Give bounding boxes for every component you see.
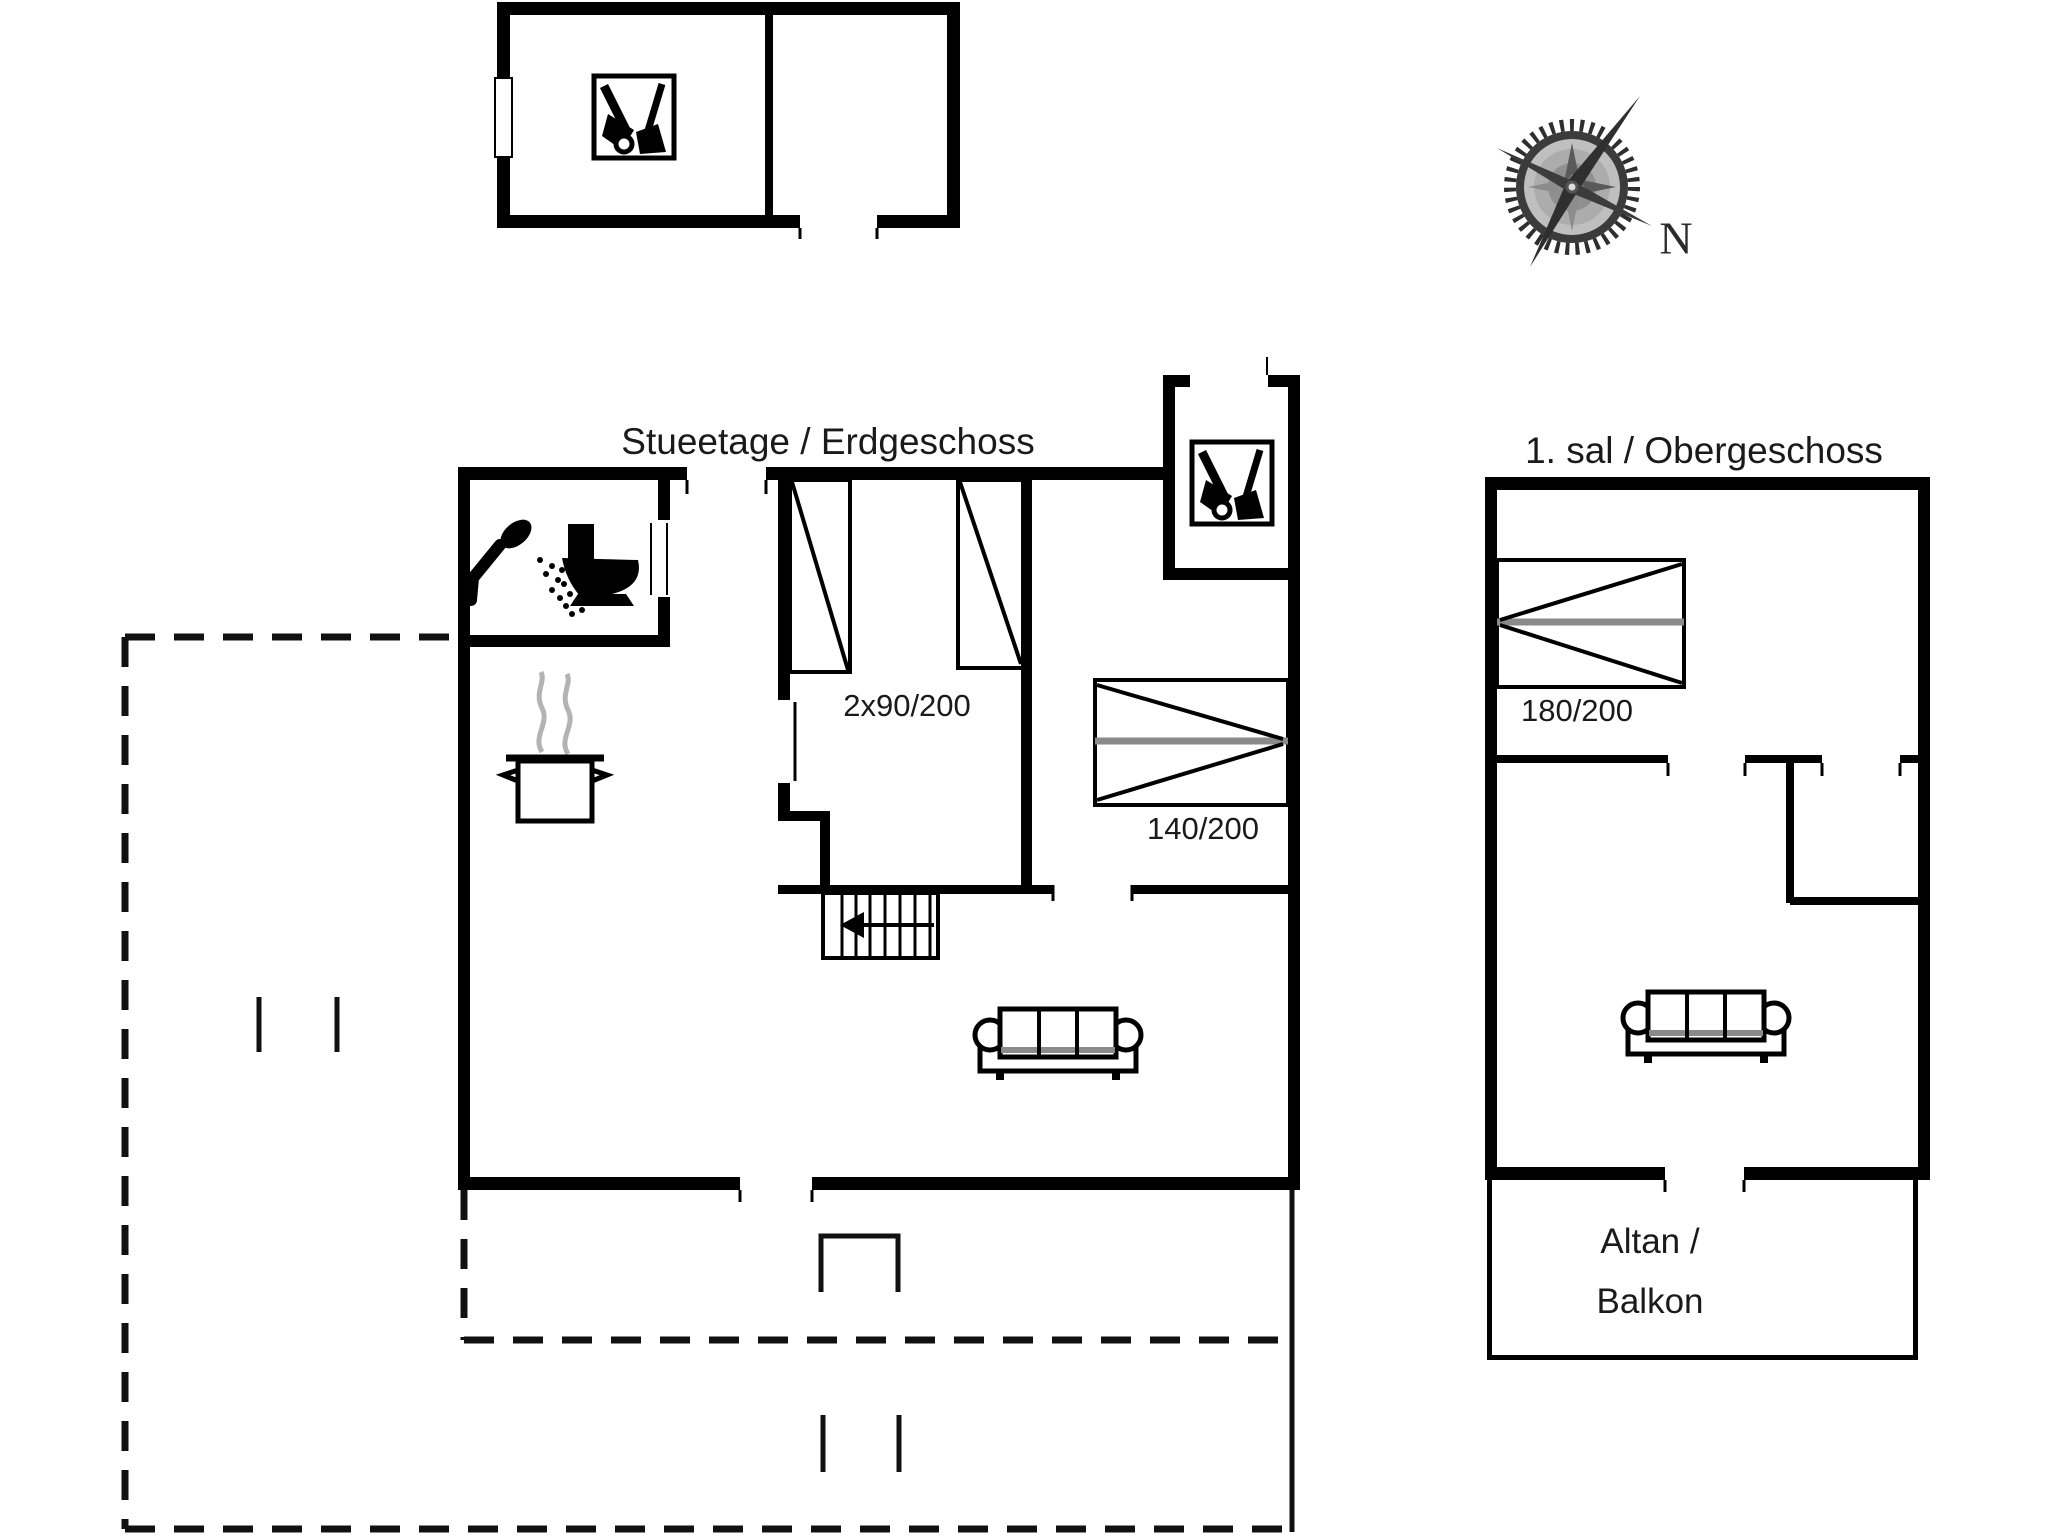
entrance-step — [818, 1233, 901, 1292]
balcony-label-line2: Balkon — [1596, 1282, 1704, 1321]
bed-label-twin: 2x90/200 — [843, 688, 971, 723]
sofa-icon — [1623, 992, 1789, 1063]
bed-label-180: 180/200 — [1520, 693, 1634, 728]
upper-floor-walls — [1485, 477, 1930, 1360]
bed-label-140: 140/200 — [1146, 811, 1260, 846]
cleaning-equipment-icon — [1192, 442, 1272, 524]
annex-window — [494, 77, 513, 158]
bed-twin-right — [956, 478, 1025, 670]
terrace-outline — [121, 633, 1295, 1533]
sofa-icon — [975, 1009, 1141, 1080]
cleaning-equipment-icon — [594, 76, 674, 158]
balcony-label-line1: Altan / — [1600, 1222, 1700, 1261]
balcony-label: Altan / Balkon — [1596, 1212, 1703, 1332]
compass-north-label: N — [1659, 212, 1693, 264]
toilet-icon — [562, 524, 639, 606]
cooking-pot-icon — [495, 670, 615, 824]
bed-double-140 — [1093, 678, 1290, 807]
upper-floor-title: 1. sal / Obergeschoss — [1525, 430, 1883, 471]
annex-outbuilding — [494, 2, 960, 239]
bed-double-180 — [1495, 558, 1686, 689]
compass-rose-icon — [1497, 96, 1652, 267]
bed-twin-left — [788, 478, 852, 674]
ground-floor-title: Stueetage / Erdgeschoss — [621, 421, 1035, 462]
ground-floor-walls — [458, 357, 1300, 1202]
stairs-icon — [821, 891, 940, 960]
